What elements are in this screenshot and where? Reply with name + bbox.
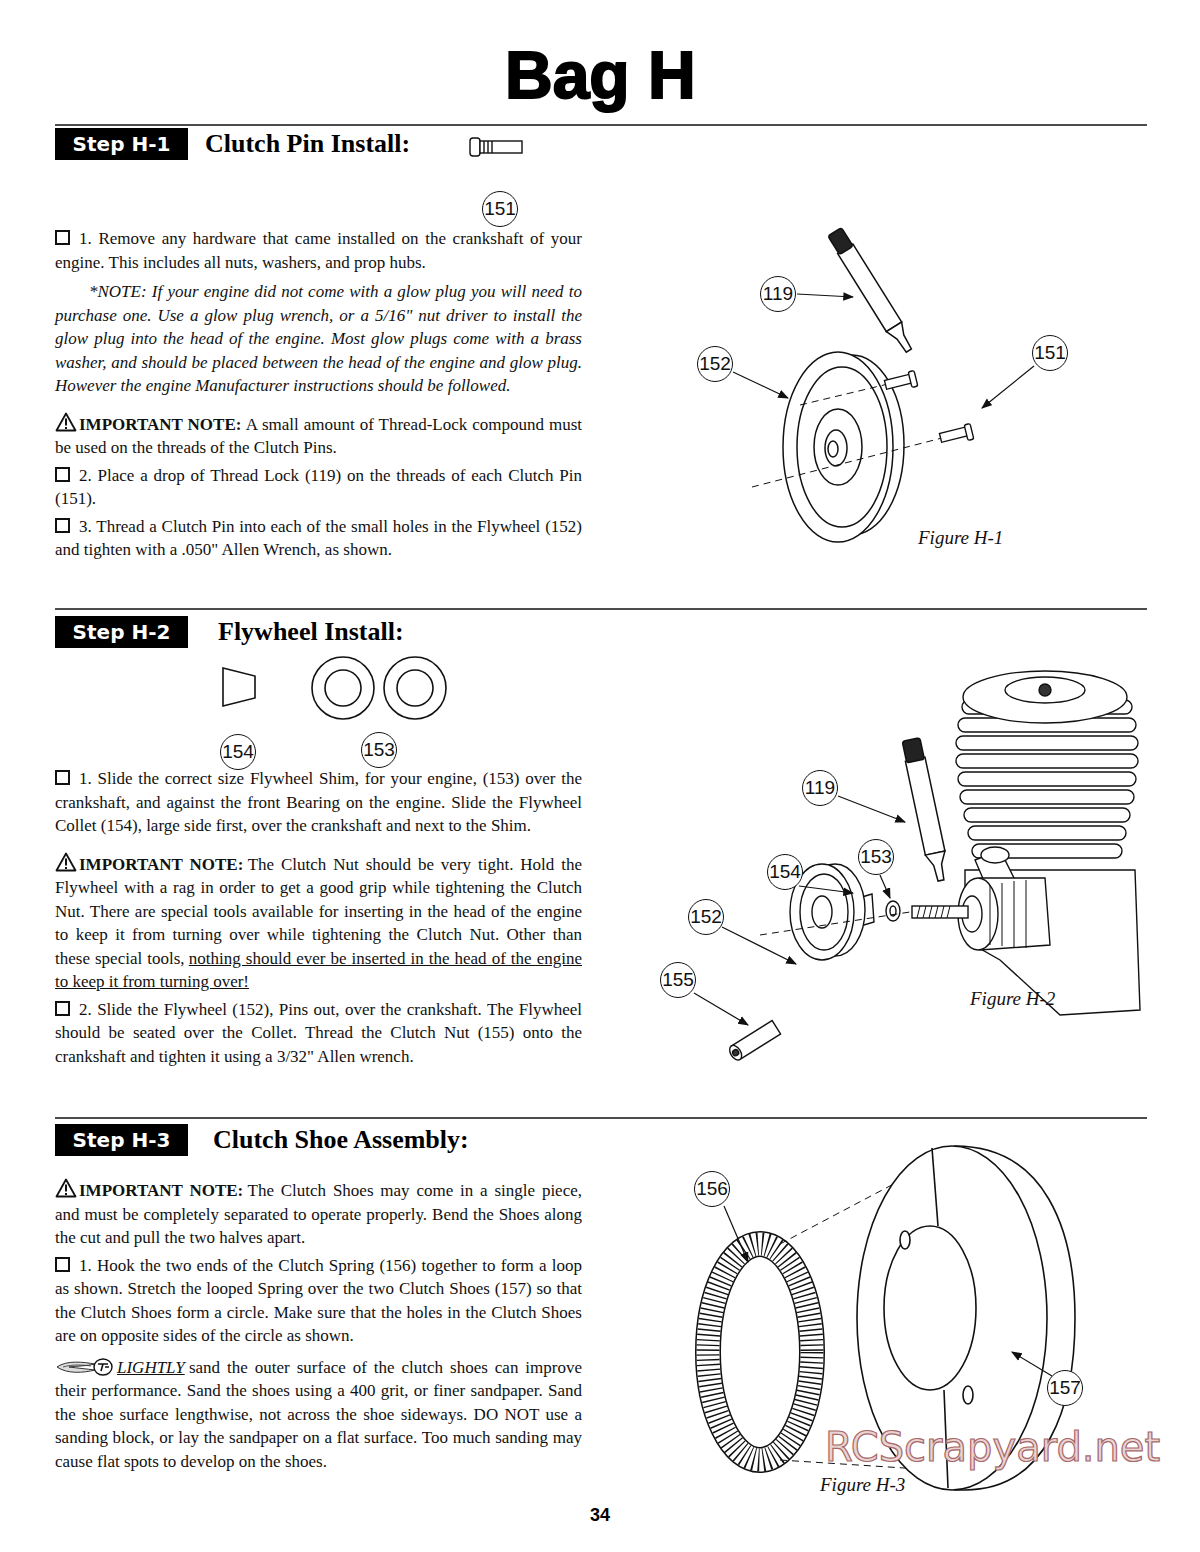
paragraph-text: 2. Place a drop of Thread Lock (119) on … bbox=[55, 466, 582, 509]
warning-icon bbox=[55, 852, 77, 872]
callout-number: 154 bbox=[767, 854, 803, 890]
figure-caption: Figure H-3 bbox=[820, 1474, 905, 1496]
step-badge: Step H-1 bbox=[55, 128, 188, 160]
instruction-paragraph: *NOTE: If your engine did not come with … bbox=[55, 280, 582, 398]
step-heading: Clutch Shoe Assembly: bbox=[213, 1125, 469, 1155]
callout-number: 151 bbox=[482, 191, 518, 227]
warning-icon bbox=[55, 412, 77, 432]
callout-number: 152 bbox=[688, 899, 724, 935]
paragraph-text: IMPORTANT NOTE: bbox=[79, 1181, 243, 1200]
paragraph-text: IMPORTANT NOTE: bbox=[79, 415, 241, 434]
callout-number: 155 bbox=[660, 962, 696, 998]
checkbox bbox=[55, 1001, 70, 1016]
paragraph-text: 1. Remove any hardware that came install… bbox=[55, 229, 582, 272]
instruction-paragraph: 2. Place a drop of Thread Lock (119) on … bbox=[55, 464, 582, 511]
checkbox bbox=[55, 1257, 70, 1272]
checkbox bbox=[55, 518, 70, 533]
step-header: Step H-1 Clutch Pin Install: bbox=[55, 128, 410, 160]
paragraph-text: 1. Slide the correct size Flywheel Shim,… bbox=[55, 769, 582, 835]
callout-number: 119 bbox=[760, 276, 796, 312]
page-number: 34 bbox=[590, 1505, 610, 1526]
instruction-paragraph: LIGHTLYsand the outer surface of the clu… bbox=[55, 1356, 582, 1474]
step-header: Step H-3 Clutch Shoe Assembly: bbox=[55, 1124, 469, 1156]
warning-icon bbox=[55, 1178, 77, 1198]
paragraph-text: LIGHTLY bbox=[117, 1358, 185, 1377]
callout-number: 151 bbox=[1032, 335, 1068, 371]
callout-number: 152 bbox=[697, 346, 733, 382]
watermark: RCScrapyard.net bbox=[825, 1424, 1160, 1470]
paragraph-text: 1. Hook the two ends of the Clutch Sprin… bbox=[55, 1256, 582, 1346]
callout-number: 119 bbox=[802, 770, 838, 806]
callout-number: 153 bbox=[361, 732, 397, 768]
paragraph-text: IMPORTANT NOTE: bbox=[79, 855, 243, 874]
paragraph-text: 3. Thread a Clutch Pin into each of the … bbox=[55, 517, 582, 560]
step-badge: Step H-3 bbox=[55, 1124, 188, 1156]
paragraph-text: 2. Slide the Flywheel (152), Pins out, o… bbox=[55, 1000, 582, 1066]
instruction-paragraph: 1. Slide the correct size Flywheel Shim,… bbox=[55, 767, 582, 838]
instruction-paragraph: IMPORTANT NOTE:A small amount of Thread-… bbox=[55, 412, 582, 460]
callout-number: 154 bbox=[220, 734, 256, 770]
text-column: 1. Slide the correct size Flywheel Shim,… bbox=[55, 767, 582, 1068]
instruction-paragraph: IMPORTANT NOTE:The Clutch Shoes may come… bbox=[55, 1178, 582, 1250]
page-title: Bag H bbox=[505, 42, 696, 108]
step-badge: Step H-2 bbox=[55, 616, 188, 648]
callout-number: 157 bbox=[1047, 1370, 1083, 1406]
step-heading: Clutch Pin Install: bbox=[205, 129, 410, 159]
callout-number: 153 bbox=[858, 839, 894, 875]
figure-caption: Figure H-2 bbox=[970, 988, 1055, 1010]
checkbox bbox=[55, 770, 70, 785]
instruction-paragraph: 1. Hook the two ends of the Clutch Sprin… bbox=[55, 1254, 582, 1348]
instruction-paragraph: 1. Remove any hardware that came install… bbox=[55, 227, 582, 274]
text-column: 1. Remove any hardware that came install… bbox=[55, 227, 582, 562]
tip-logo bbox=[55, 1358, 113, 1376]
step-heading: Flywheel Install: bbox=[218, 617, 404, 647]
instruction-paragraph: 3. Thread a Clutch Pin into each of the … bbox=[55, 515, 582, 562]
checkbox bbox=[55, 467, 70, 482]
callout-number: 156 bbox=[694, 1171, 730, 1207]
checkbox bbox=[55, 230, 70, 245]
paragraph-text: *NOTE: If your engine did not come with … bbox=[55, 282, 582, 395]
text-column: IMPORTANT NOTE:The Clutch Shoes may come… bbox=[55, 1178, 582, 1473]
figure-caption: Figure H-1 bbox=[918, 527, 1003, 549]
instruction-paragraph: 2. Slide the Flywheel (152), Pins out, o… bbox=[55, 998, 582, 1069]
step-header: Step H-2 Flywheel Install: bbox=[55, 616, 404, 648]
instruction-paragraph: IMPORTANT NOTE:The Clutch Nut should be … bbox=[55, 852, 582, 994]
